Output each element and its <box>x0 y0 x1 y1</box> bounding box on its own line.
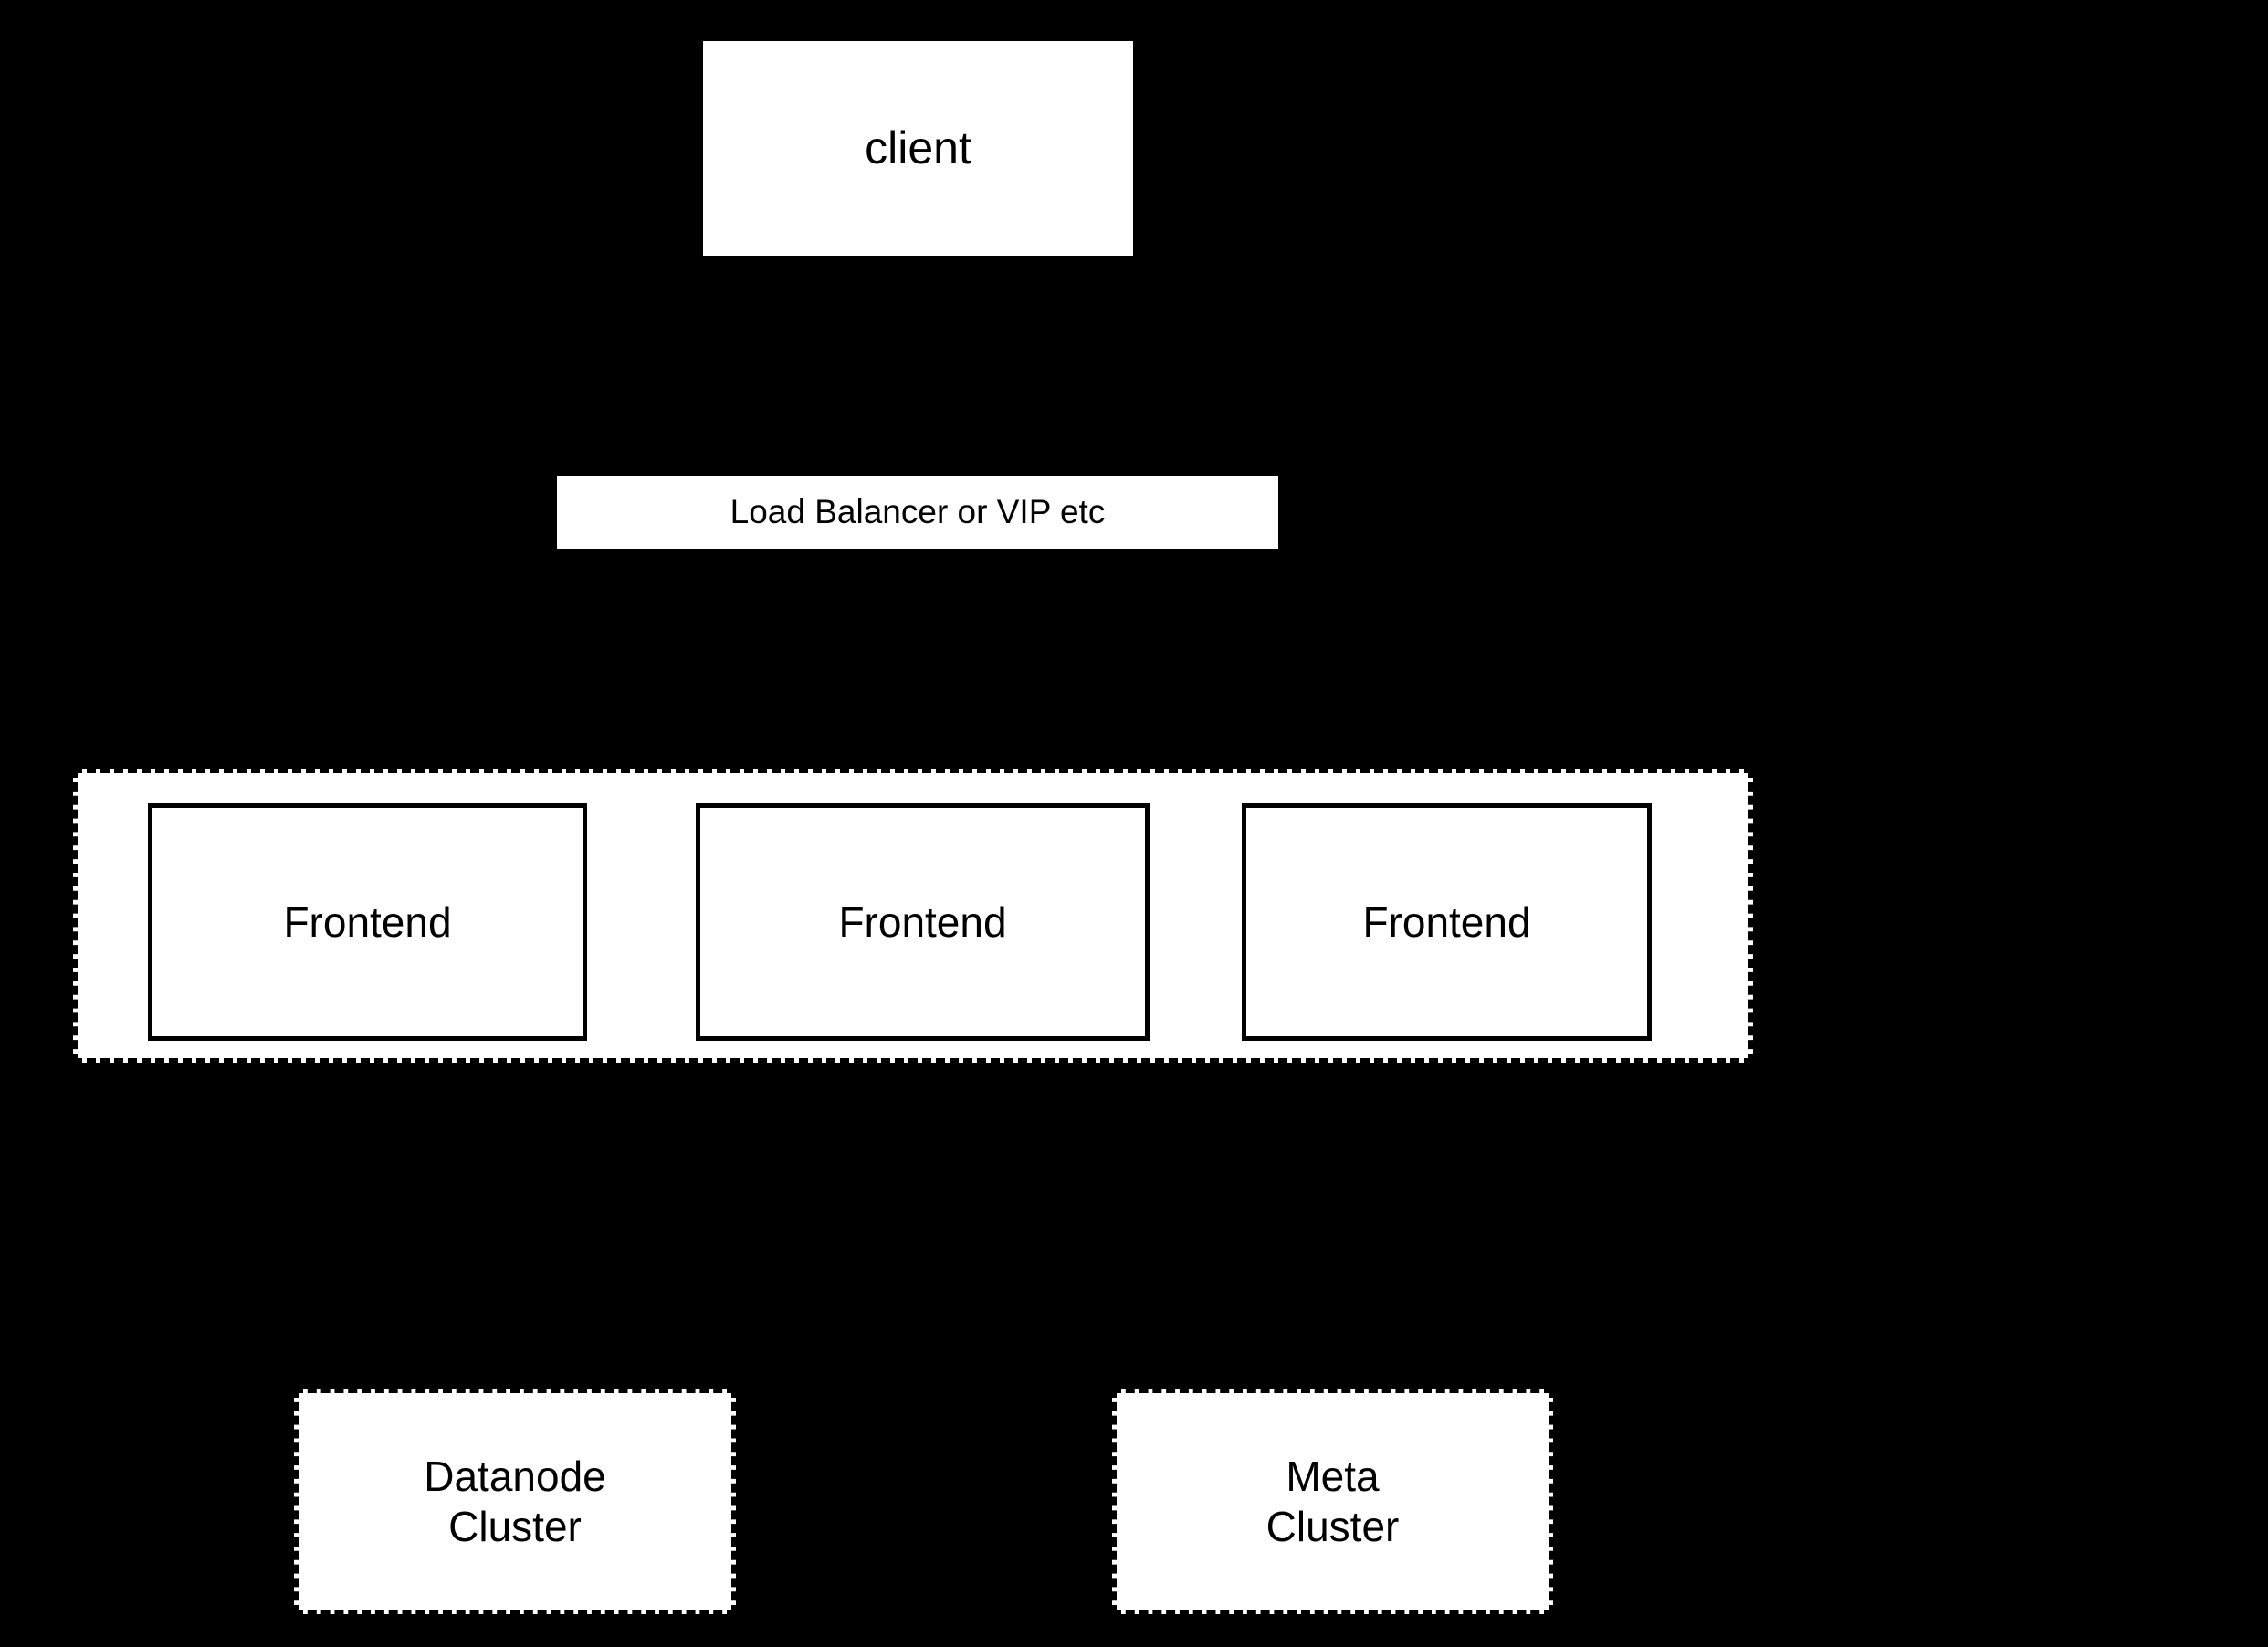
node-datanode-cluster[interactable]: Datanode Cluster <box>294 1389 736 1614</box>
node-meta-cluster[interactable]: Meta Cluster <box>1112 1389 1553 1614</box>
node-client[interactable]: client <box>703 41 1133 256</box>
node-frontend-1[interactable]: Frontend <box>148 803 587 1041</box>
node-frontend-2[interactable]: Frontend <box>696 803 1150 1041</box>
node-frontend-3[interactable]: Frontend <box>1242 803 1652 1041</box>
node-load-balancer[interactable]: Load Balancer or VIP etc <box>557 476 1278 549</box>
